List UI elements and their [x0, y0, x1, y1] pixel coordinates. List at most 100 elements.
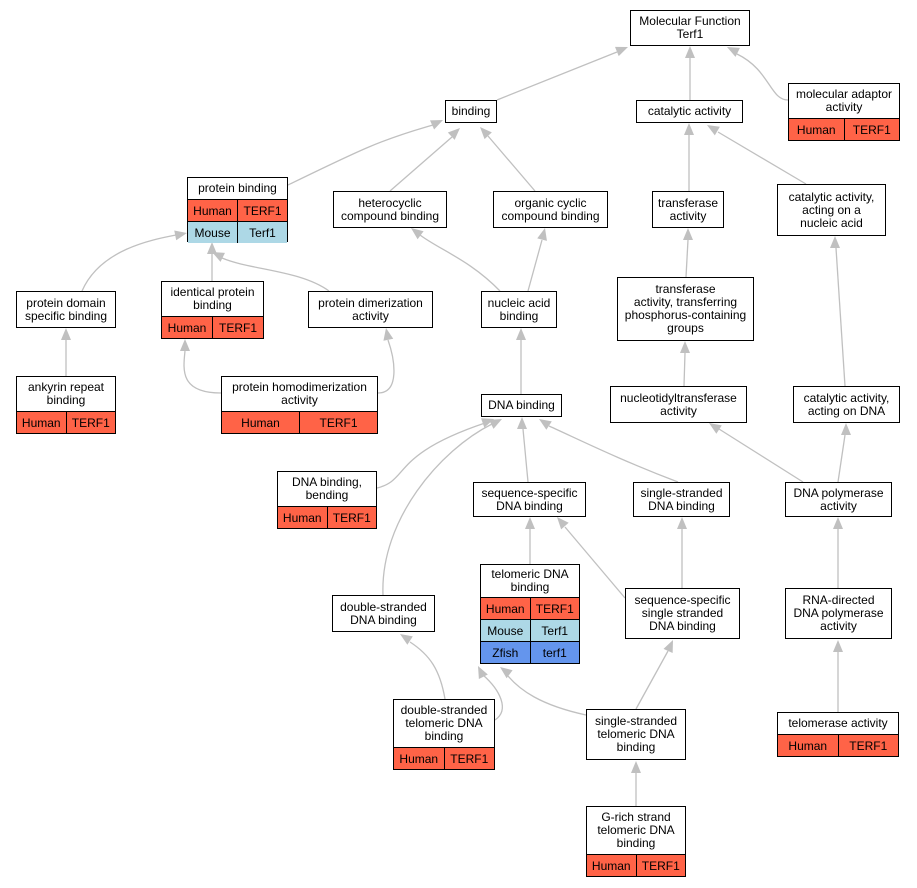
node-label: G-rich strand telomeric DNA binding [597, 810, 675, 850]
node-label: transferase activity, transferring phosp… [624, 282, 747, 335]
edge-ankyrin-domain-arrowhead [61, 328, 71, 340]
edge-nucleic-heterocyclic [419, 234, 501, 292]
species-cell: Human [591, 858, 631, 873]
edge-seq-dna [522, 428, 529, 483]
node-transferase-activity[interactable]: transferase activity [652, 191, 724, 228]
node-sequence-specific-single-stranded[interactable]: sequence-specific single stranded DNA bi… [625, 588, 740, 639]
node-nucleotidyltransferase-activity[interactable]: nucleotidyltransferase activity [610, 386, 747, 423]
node-label: organic cyclic compound binding [501, 195, 600, 223]
species-cell: Human [399, 751, 439, 766]
node-binding[interactable]: binding [445, 100, 497, 123]
species-cell: Human [21, 415, 61, 430]
gene-cell: TERF1 [529, 598, 580, 619]
gene-cell: terf1 [529, 642, 580, 663]
node-sequence-specific-dna-binding[interactable]: sequence-specific DNA binding [473, 482, 586, 517]
edge-ssseq-ss-arrowhead [677, 517, 687, 529]
node-catalytic-activity[interactable]: catalytic activity [636, 100, 743, 123]
edge-nucleotidyl-phosphorus [683, 352, 686, 387]
edge-homodimer-dimerization [377, 339, 395, 394]
species-cell: Mouse [487, 623, 524, 638]
node-protein-domain-specific-binding[interactable]: protein domain specific binding [16, 291, 116, 328]
annotation-row: Mouse Terf1 [188, 221, 287, 243]
edge-nucleic-organic-arrowhead [537, 228, 547, 241]
edge-dstel-double [409, 641, 446, 700]
edge-homodimer-dimerization-arrowhead [383, 328, 394, 341]
edge-adaptor-mf [736, 53, 789, 101]
node-protein-dimerization-activity[interactable]: protein dimerization activity [308, 291, 433, 328]
node-label: protein dimerization activity [318, 295, 423, 323]
edge-ssseq-seq-arrowhead [557, 517, 569, 530]
node-label: telomeric DNA binding [491, 567, 569, 594]
edge-dstel-double-arrowhead [400, 634, 413, 645]
node-single-stranded-telomeric[interactable]: single-stranded telomeric DNA binding [586, 709, 686, 760]
edge-binding-mf-arrowhead [615, 46, 628, 57]
node-double-stranded-dna-binding[interactable]: double-stranded DNA binding [332, 595, 435, 632]
node-label: protein homodimerization activity [232, 380, 367, 407]
gene-cell: TERF1 [65, 412, 116, 433]
node-label: single-stranded DNA binding [640, 485, 723, 513]
edge-organic-binding-arrowhead [480, 127, 492, 140]
node-heterocyclic-compound-binding[interactable]: heterocyclic compound binding [333, 191, 447, 228]
node-dna-binding[interactable]: DNA binding [481, 394, 562, 417]
gene-cell: Terf1 [237, 222, 287, 243]
edge-double-dna [382, 423, 493, 596]
node-label: double-stranded DNA binding [340, 599, 427, 627]
species-cell: Human [167, 320, 207, 335]
node-transferase-phosphorus[interactable]: transferase activity, transferring phosp… [617, 277, 754, 341]
node-label: protein binding [198, 181, 277, 195]
edge-ssseq-seq [564, 526, 626, 599]
node-nucleic-acid-binding[interactable]: nucleic acid binding [481, 291, 557, 328]
edge-telomeric-seq-arrowhead [525, 517, 535, 529]
node-single-stranded-dna-binding[interactable]: single-stranded DNA binding [633, 482, 730, 517]
edge-catalytic-dna-catalytic-nucleic [835, 247, 846, 387]
edge-phosphorus-transferase [685, 239, 689, 278]
node-label: catalytic activity [647, 104, 732, 118]
node-molecular-function[interactable]: Molecular Function Terf1 [630, 10, 750, 46]
edge-polymerase-catalytic-dna [837, 434, 846, 483]
species-cell: Zfish [492, 645, 519, 660]
edge-polymerase-nucleotidyl [718, 428, 804, 483]
node-dna-polymerase-activity[interactable]: DNA polymerase activity [785, 482, 892, 517]
node-catalytic-activity-nucleic-acid[interactable]: catalytic activity, acting on a nucleic … [777, 184, 886, 236]
node-catalytic-activity-dna[interactable]: catalytic activity, acting on DNA [793, 386, 900, 423]
edge-nucleic-organic [527, 239, 543, 292]
edge-sstel-ssseq [635, 650, 669, 710]
edge-catalytic-nucleic-catalytic [717, 131, 807, 185]
node-label: single-stranded telomeric DNA binding [594, 714, 678, 754]
edge-protein-binding-binding-arrowhead [430, 120, 443, 130]
node-label: molecular adaptor activity [795, 87, 893, 114]
node-label: Molecular Function Terf1 [639, 14, 741, 41]
edge-nucleotidyl-phosphorus-arrowhead [680, 341, 690, 353]
edge-binding-mf [496, 51, 618, 101]
node-label: ankyrin repeat binding [27, 380, 105, 407]
edge-protein-binding-binding [287, 124, 434, 186]
gene-cell: TERF1 [299, 412, 377, 433]
edge-sstel-telomeric [507, 675, 587, 716]
node-label: DNA binding, bending [291, 475, 363, 502]
edge-seq-dna-arrowhead [517, 417, 527, 429]
node-label: binding [451, 104, 491, 118]
node-label: identical protein binding [170, 285, 255, 312]
species-cell: Mouse [194, 225, 231, 240]
edge-nucleic-heterocyclic-arrowhead [411, 228, 424, 240]
node-rna-directed-dna-polymerase[interactable]: RNA-directed DNA polymerase activity [785, 588, 892, 639]
species-cell: Human [788, 738, 828, 753]
node-organic-cyclic-compound-binding[interactable]: organic cyclic compound binding [493, 191, 608, 228]
